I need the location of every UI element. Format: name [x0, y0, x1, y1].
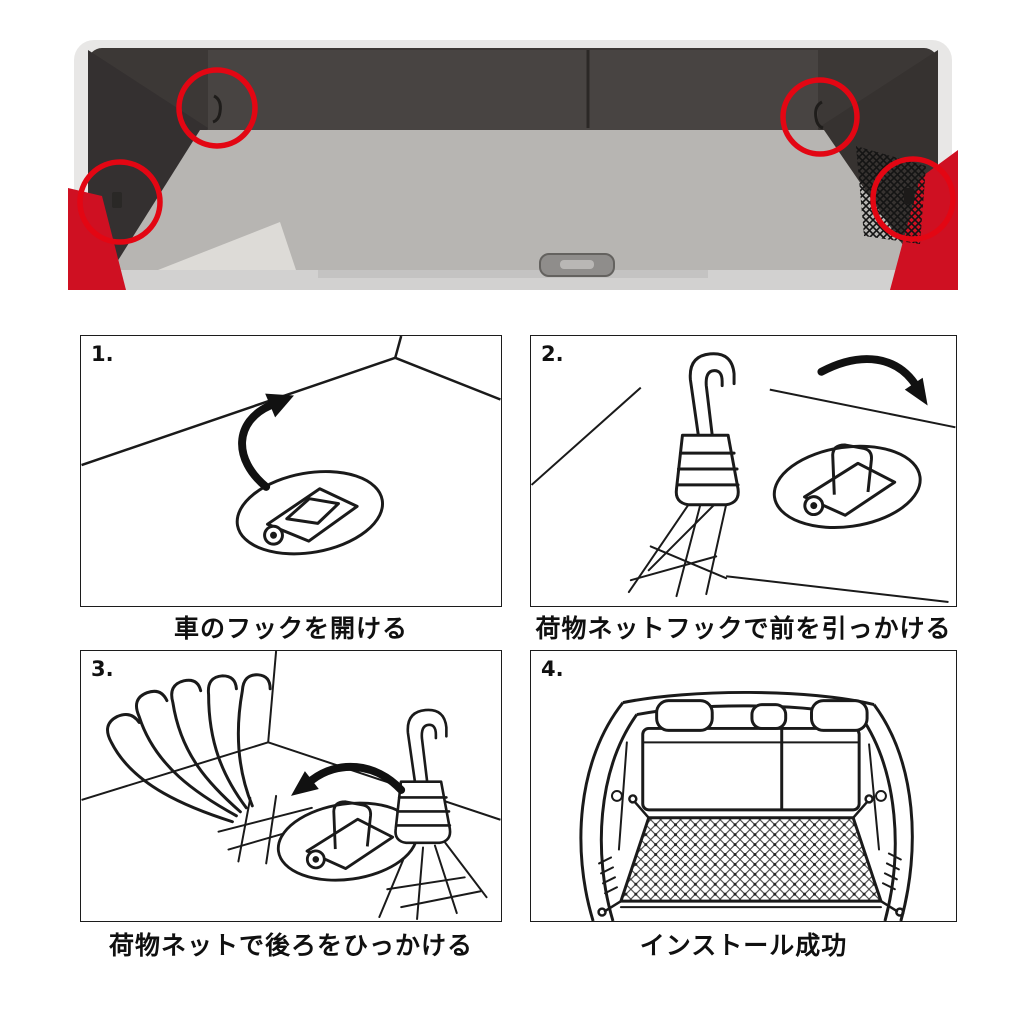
attach-front-net-hook-illustration [531, 352, 956, 604]
seat-back [208, 50, 818, 130]
open-car-hook-illustration [81, 336, 501, 556]
net-hook-prongs [106, 673, 272, 824]
step-panel-2: 2. [530, 335, 957, 607]
bumper-sill [318, 270, 708, 278]
floor-mat-corner [158, 222, 296, 270]
step-number-1: 1. [91, 342, 114, 366]
headrest-right [810, 699, 869, 732]
step-number-4: 4. [541, 657, 564, 681]
rotate-up-arrow-icon [238, 393, 294, 491]
headrest-left [655, 699, 714, 732]
side-cargo-net [856, 146, 926, 244]
installation-complete-illustration [579, 690, 914, 921]
highlight-circle-left-upper [176, 67, 258, 149]
bumper [98, 270, 928, 290]
step-number-2: 2. [541, 342, 564, 366]
trunk-context-lines [531, 386, 956, 604]
highlight-circle-left-lower [77, 159, 163, 245]
floor-hook-anchor-open [772, 443, 922, 529]
net-hook [394, 708, 452, 845]
trunk-wall-left [88, 50, 208, 272]
step-panel-3: 3. [80, 650, 502, 922]
headrest-middle [750, 703, 788, 730]
attach-arrow-icon [817, 355, 928, 406]
latch-handle [539, 253, 615, 277]
step-panel-1: 1. [80, 335, 502, 607]
step-caption-1: 車のフックを開ける [173, 614, 408, 643]
trunk-floor [112, 130, 920, 270]
net-corner-hooks [597, 794, 905, 917]
hook-right-upper [814, 100, 824, 130]
trunk-photo-graphic [68, 40, 958, 290]
floor-hook-anchor-closed [235, 470, 385, 556]
installed-cargo-net [618, 816, 884, 903]
step-caption-3: 荷物ネットで後ろをひっかける [108, 931, 473, 960]
floor-hook-anchor-open [276, 800, 419, 882]
trunk-corner-lines [81, 336, 501, 467]
net-hook [674, 352, 740, 507]
hook-left-lower [112, 192, 122, 208]
attach-rear-net-hook-illustration [81, 651, 501, 921]
step-caption-2: 荷物ネットフックで前を引っかける [535, 614, 952, 643]
net-cords [627, 503, 728, 598]
hook-right-lower [904, 188, 914, 204]
rear-seatback [641, 699, 869, 812]
highlight-circle-right-lower [870, 156, 956, 242]
step-number-3: 3. [91, 657, 114, 681]
step-caption-4: インストール成功 [639, 931, 848, 960]
step-panel-4: 4. [530, 650, 957, 922]
trunk-photo [68, 38, 958, 290]
hook-left-upper [212, 94, 222, 124]
car-body-red-right [890, 150, 958, 290]
attach-arrow-icon [291, 762, 406, 796]
highlight-circle-right-upper [780, 77, 860, 157]
trunk-side-details [598, 741, 902, 909]
